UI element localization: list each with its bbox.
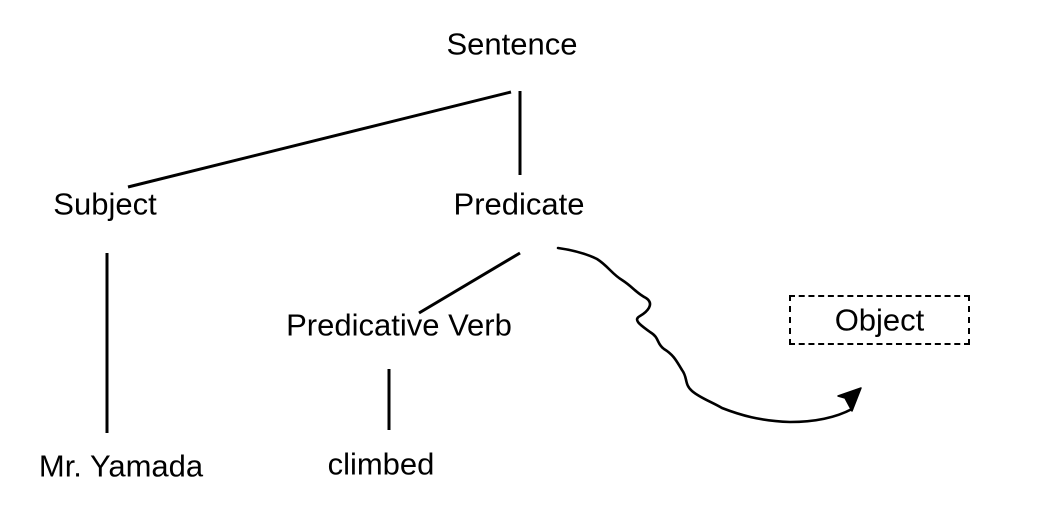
object-dashed-box: Object bbox=[789, 295, 970, 345]
wavy-arrow-predicate-to-object bbox=[556, 246, 854, 424]
edge-sentence-subject bbox=[127, 90, 512, 189]
node-object: Object bbox=[834, 302, 925, 338]
edge-predicate-predicative-verb bbox=[418, 251, 521, 315]
node-predicate: Predicate bbox=[453, 186, 585, 222]
node-subject: Subject bbox=[53, 186, 157, 222]
node-climbed: climbed bbox=[327, 446, 435, 482]
arrowhead-icon bbox=[837, 387, 862, 412]
node-mr-yamada: Mr. Yamada bbox=[38, 448, 204, 484]
node-sentence: Sentence bbox=[446, 26, 578, 62]
node-predicative-verb: Predicative Verb bbox=[286, 307, 512, 343]
